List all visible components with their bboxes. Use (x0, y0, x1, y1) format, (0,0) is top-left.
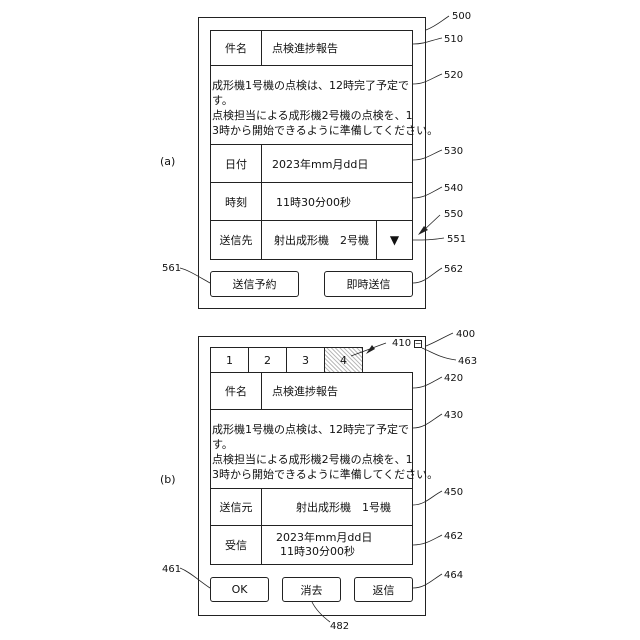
destination-select-a[interactable]: 射出成形機 2号機 (261, 220, 377, 260)
tab-4[interactable]: 4 (324, 347, 363, 373)
ref-464: 464 (444, 570, 463, 581)
figure-a-label: (a) (160, 155, 175, 168)
subject-value-b: 点検進捗報告 (261, 372, 413, 410)
ref-540: 540 (444, 183, 463, 194)
ref-550: 550 (444, 209, 463, 220)
body-line: 成形機1号機の点検は、12時完了予定で (212, 78, 409, 93)
date-label-a: 日付 (210, 144, 262, 183)
ok-button[interactable]: OK (210, 577, 269, 602)
ref-450: 450 (444, 487, 463, 498)
time-value-a: 11時30分00秒 (261, 182, 413, 221)
time-label-a: 時刻 (210, 182, 262, 221)
chevron-down-icon[interactable]: ▼ (376, 220, 413, 260)
ref-482: 482 (330, 621, 349, 632)
ref-463: 463 (458, 356, 477, 367)
tab-2[interactable]: 2 (248, 347, 287, 373)
body-line: 点検担当による成形機2号機の点検を、1 (212, 452, 413, 467)
delete-button[interactable]: 消去 (282, 577, 341, 602)
ref-551: 551 (447, 234, 466, 245)
body-line: 成形機1号機の点検は、12時完了予定で (212, 422, 409, 437)
ref-500: 500 (452, 11, 471, 22)
ref-462: 462 (444, 531, 463, 542)
close-icon[interactable]: − (414, 340, 422, 348)
subject-label-a: 件名 (210, 30, 262, 66)
ref-420: 420 (444, 373, 463, 384)
reply-button[interactable]: 返信 (354, 577, 413, 602)
ref-561: 561 (162, 263, 181, 274)
body-line: 3時から開始できるように準備してください。 (212, 123, 438, 138)
ref-430: 430 (444, 410, 463, 421)
tab-3[interactable]: 3 (286, 347, 325, 373)
ref-562: 562 (444, 264, 463, 275)
ref-410: 410 (392, 338, 411, 349)
ref-520: 520 (444, 70, 463, 81)
received-label-b: 受信 (210, 525, 262, 565)
subject-label-b: 件名 (210, 372, 262, 410)
sender-value-b: 射出成形機 1号機 (261, 488, 413, 526)
received-date: 2023年mm月dd日 (276, 530, 372, 545)
ref-400: 400 (456, 329, 475, 340)
body-line: す。 (212, 93, 233, 108)
body-line: 点検担当による成形機2号機の点検を、1 (212, 108, 413, 123)
sender-label-b: 送信元 (210, 488, 262, 526)
figure-b-label: (b) (160, 473, 176, 486)
subject-value-a: 点検進捗報告 (261, 30, 413, 66)
destination-label-a: 送信先 (210, 220, 262, 260)
ref-530: 530 (444, 146, 463, 157)
date-value-a: 2023年mm月dd日 (261, 144, 413, 183)
received-time: 11時30分00秒 (280, 544, 355, 559)
send-now-button[interactable]: 即時送信 (324, 271, 413, 297)
ref-461: 461 (162, 564, 181, 575)
body-line: す。 (212, 437, 233, 452)
tab-1[interactable]: 1 (210, 347, 249, 373)
ref-510: 510 (444, 34, 463, 45)
body-line: 3時から開始できるように準備してください。 (212, 467, 438, 482)
schedule-send-button[interactable]: 送信予約 (210, 271, 299, 297)
